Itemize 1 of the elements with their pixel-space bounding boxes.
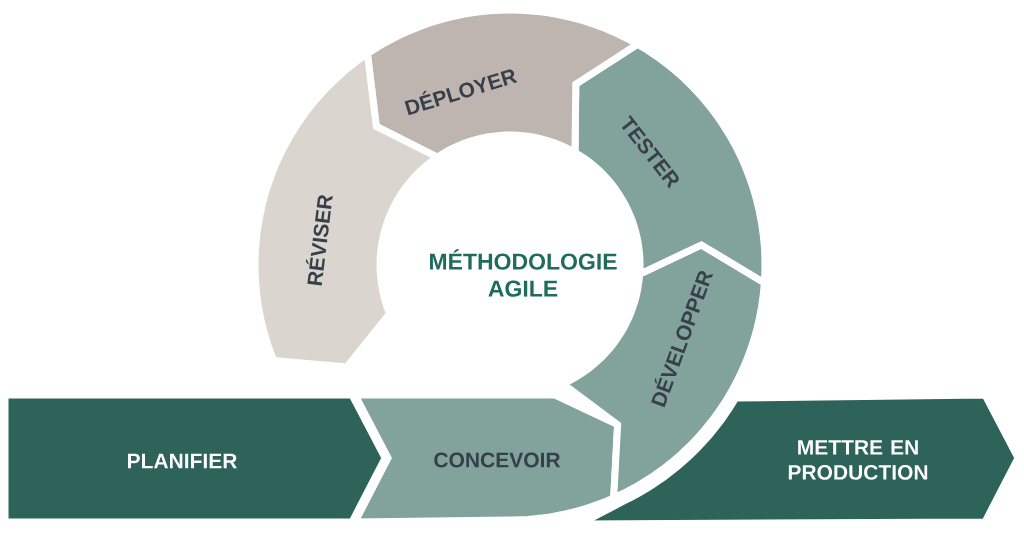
center-title: MÉTHODOLOGIE AGILE	[430, 249, 617, 297]
